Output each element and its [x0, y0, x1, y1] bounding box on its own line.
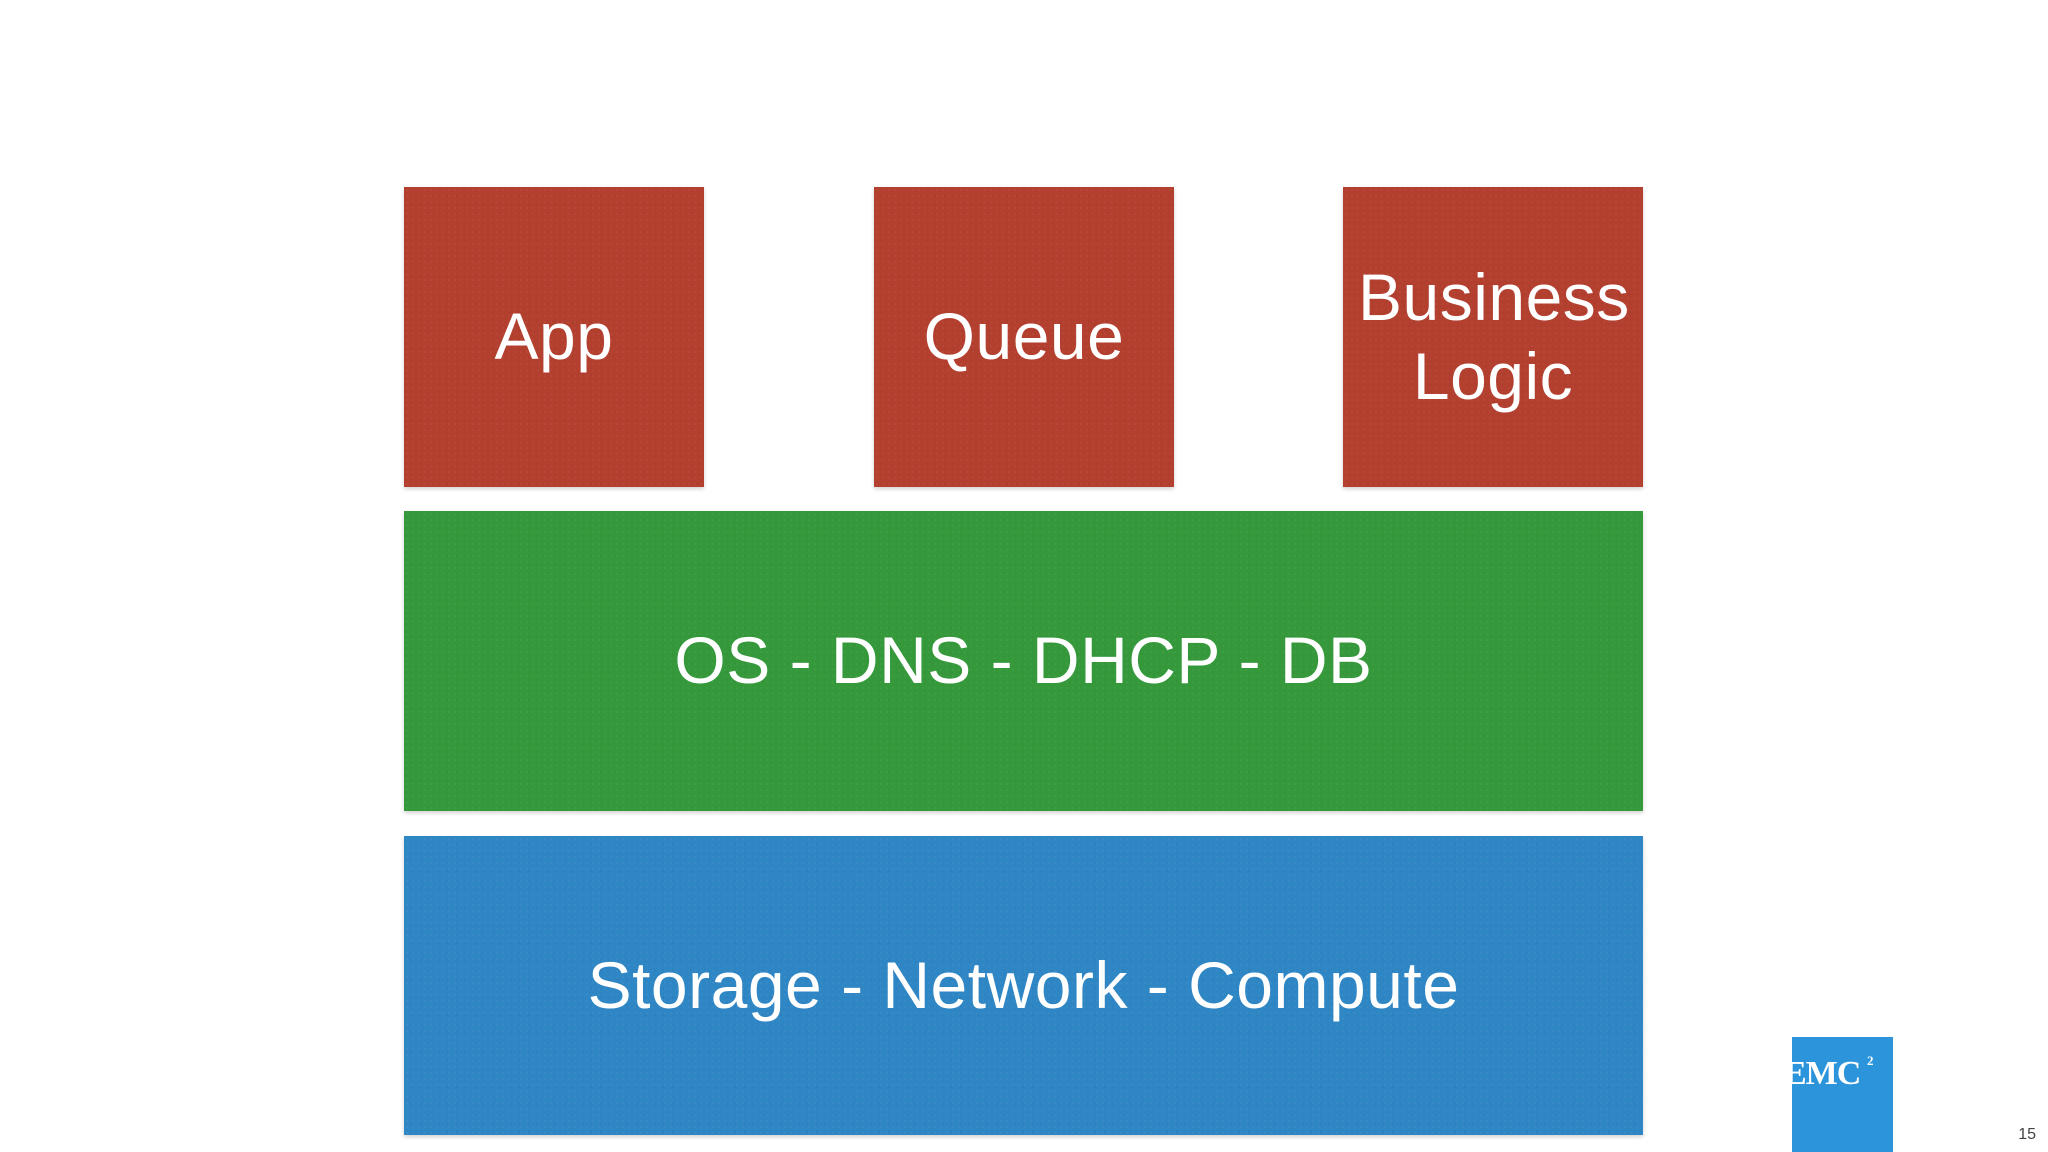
emc-logo: EMC 2	[1792, 1037, 1893, 1152]
business-logic-block: Business Logic	[1343, 187, 1643, 487]
page-number: 15	[2018, 1126, 2036, 1143]
app-block: App	[404, 187, 704, 487]
logo-superscript: 2	[1867, 1053, 1874, 1068]
infrastructure-label: Storage - Network - Compute	[587, 947, 1460, 1022]
middleware-layer: OS - DNS - DHCP - DB	[404, 511, 1643, 811]
logo-text: EMC	[1792, 1055, 1861, 1092]
queue-label: Queue	[923, 299, 1125, 374]
middleware-label: OS - DNS - DHCP - DB	[674, 623, 1373, 698]
queue-block: Queue	[874, 187, 1174, 487]
infrastructure-layer: Storage - Network - Compute	[404, 836, 1643, 1135]
business-logic-label: Business Logic	[1358, 259, 1630, 413]
app-label: App	[494, 299, 614, 374]
